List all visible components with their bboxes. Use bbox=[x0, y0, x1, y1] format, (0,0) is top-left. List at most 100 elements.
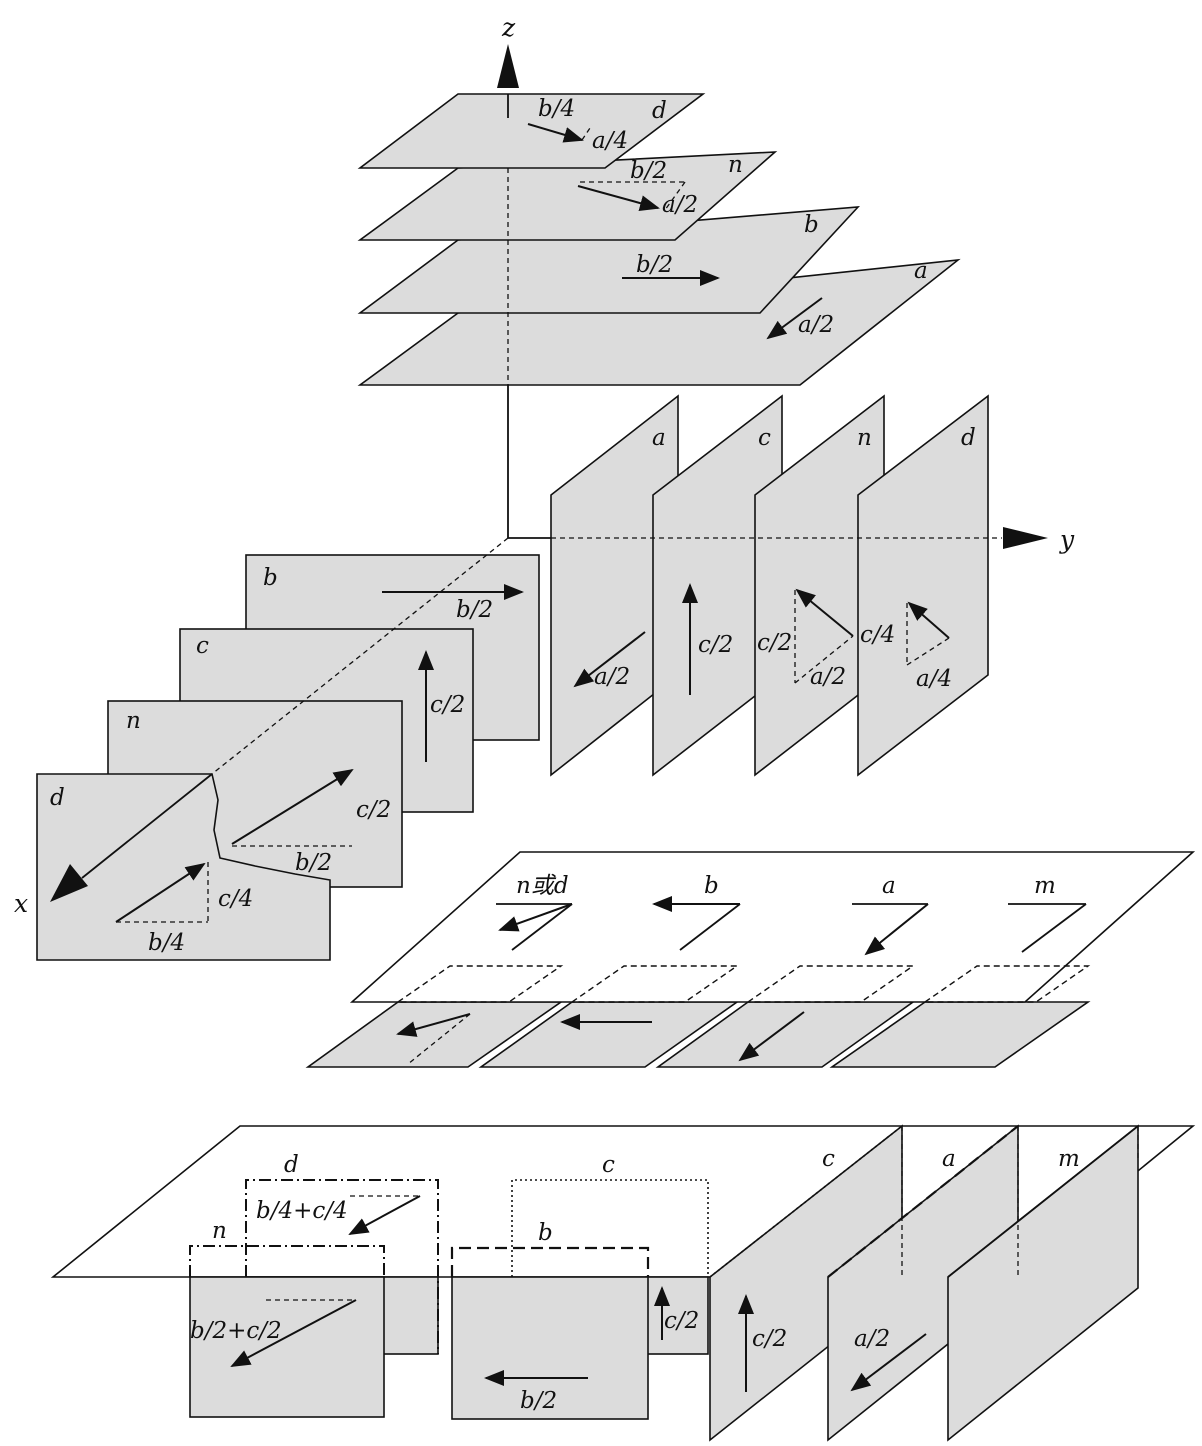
left-plane-stack bbox=[36, 554, 540, 961]
top-plane-b-contents: b b/2 bbox=[622, 212, 819, 286]
bottom-plane-n bbox=[189, 1276, 385, 1418]
left-plane-d bbox=[36, 773, 331, 961]
middle-nd-lower-arrow bbox=[396, 1013, 471, 1037]
right-plane-stack bbox=[550, 394, 989, 777]
z-axis-label: z bbox=[501, 13, 516, 42]
bottom-b-frame: b bbox=[450, 1220, 650, 1277]
bottom-label-a: a bbox=[942, 1146, 956, 1172]
left-d-shift-b4: b/4 bbox=[148, 930, 185, 956]
left-plane-d-contents: d c/4 b/4 bbox=[50, 785, 253, 956]
left-c-shift: c/2 bbox=[430, 692, 465, 718]
bottom-plane-b bbox=[451, 1276, 649, 1420]
middle-reference-plane bbox=[349, 851, 1196, 1003]
middle-m-contents: m bbox=[1008, 873, 1087, 953]
left-d-shift-c4: c/4 bbox=[218, 886, 253, 912]
top-plane-n bbox=[357, 151, 778, 241]
bottom-label-m: m bbox=[1058, 1146, 1080, 1172]
bottom-label-c-right: c bbox=[822, 1146, 835, 1172]
left-plane-n-contents: n c/2 b/2 bbox=[126, 708, 391, 876]
bottom-label-n: n bbox=[212, 1218, 227, 1244]
left-plane-d-label: d bbox=[50, 785, 65, 811]
bottom-label-d: d bbox=[284, 1152, 299, 1178]
top-n-arrow bbox=[577, 185, 660, 211]
bottom-n-shift: b/2+c/2 bbox=[190, 1318, 282, 1344]
bottom-row bbox=[50, 1124, 1196, 1442]
right-plane-d-label: d bbox=[961, 425, 976, 451]
bottom-n-contents: b/2+c/2 bbox=[190, 1299, 357, 1367]
y-axis: y bbox=[508, 525, 1075, 554]
left-plane-b-label: b bbox=[263, 565, 278, 591]
bottom-label-c-top: c bbox=[602, 1152, 615, 1178]
left-n-shift-c2: c/2 bbox=[356, 797, 391, 823]
right-n-arrow bbox=[795, 588, 854, 637]
bottom-n-arrow bbox=[230, 1299, 357, 1367]
bottom-c-contents: c/2 bbox=[738, 1294, 787, 1392]
bottom-b-contents: b/2 bbox=[484, 1370, 588, 1414]
left-plane-c-label: c bbox=[196, 633, 209, 659]
top-plane-a-contents: a a/2 bbox=[766, 258, 928, 340]
x-axis-arrowhead bbox=[50, 864, 88, 902]
top-d-shift-a4: a/4 bbox=[592, 128, 628, 154]
right-plane-a-label: a bbox=[652, 425, 666, 451]
right-plane-n-label: n bbox=[857, 425, 872, 451]
right-n-shift-c4: c/4 bbox=[860, 622, 895, 648]
top-n-shift-b2: b/2 bbox=[630, 158, 667, 184]
top-d-arrow bbox=[527, 123, 584, 143]
bottom-d-frame: d b/4+c/4 bbox=[245, 1152, 439, 1354]
top-plane-d-contents: d b/4 a/4 bbox=[527, 96, 667, 154]
middle-row bbox=[305, 851, 1196, 1068]
bottom-b-shift: b/2 bbox=[520, 1388, 557, 1414]
middle-plane-3-top-dash bbox=[745, 965, 916, 1003]
middle-plane-1-top-dash bbox=[395, 965, 564, 1003]
middle-a-arrow bbox=[864, 903, 929, 956]
bottom-a-contents: a/2 bbox=[850, 1326, 927, 1392]
right-n-shift-c2: c/2 bbox=[757, 630, 792, 656]
right-n-shift-a2: a/2 bbox=[810, 664, 846, 690]
middle-label-b: b bbox=[704, 873, 719, 899]
middle-label-a: a bbox=[882, 873, 896, 899]
top-n-shift-a2: a/2 bbox=[662, 192, 698, 218]
middle-label-nd: n或d bbox=[516, 873, 569, 899]
bottom-c-dotted-frame: c bbox=[511, 1152, 709, 1277]
left-n-arrow bbox=[231, 768, 354, 845]
top-b-shift: b/2 bbox=[636, 252, 673, 278]
bottom-right-frames: c a m bbox=[709, 1125, 1139, 1278]
y-axis-arrowhead bbox=[1003, 527, 1048, 549]
middle-a-contents: a bbox=[738, 873, 929, 1062]
top-a-arrow bbox=[766, 297, 823, 340]
right-plane-d-contents: d a/4 bbox=[906, 425, 976, 692]
bottom-c-shift: c/2 bbox=[752, 1326, 787, 1352]
left-plane-c-contents: c c/2 bbox=[196, 633, 465, 762]
x-axis: x bbox=[14, 537, 509, 918]
bottom-n-frame: n bbox=[189, 1218, 385, 1277]
right-plane-n-contents: n c/2 c/4 a/2 bbox=[757, 425, 895, 690]
top-plane-d-label: d bbox=[652, 98, 667, 124]
middle-plane-4-top-dash bbox=[922, 965, 1091, 1003]
y-axis-label: y bbox=[1059, 525, 1075, 554]
right-c-shift: c/2 bbox=[698, 632, 733, 658]
right-a-shift: a/2 bbox=[594, 664, 630, 690]
middle-plane-4 bbox=[829, 1001, 1091, 1068]
top-d-shift-b4: b/4 bbox=[538, 96, 575, 122]
right-plane-d bbox=[857, 394, 989, 777]
bottom-c-small-shift: c/2 bbox=[664, 1308, 699, 1334]
top-plane-a-label: a bbox=[914, 258, 928, 284]
right-plane-c-label: c bbox=[758, 425, 771, 451]
right-d-shift-a4: a/4 bbox=[916, 666, 952, 692]
middle-a-lower-arrow bbox=[738, 1011, 805, 1062]
middle-label-m: m bbox=[1034, 873, 1056, 899]
bottom-label-b: b bbox=[538, 1220, 553, 1246]
top-plane-stack bbox=[357, 93, 961, 386]
right-plane-a-contents: a a/2 bbox=[573, 425, 666, 690]
left-b-shift: b/2 bbox=[456, 597, 493, 623]
top-plane-n-contents: n b/2 a/2 bbox=[577, 152, 743, 218]
top-a-shift: a/2 bbox=[798, 312, 834, 338]
top-plane-n-label: n bbox=[728, 152, 743, 178]
top-plane-d bbox=[357, 93, 706, 169]
right-a-arrow bbox=[573, 631, 646, 688]
left-d-arrow bbox=[115, 862, 206, 923]
left-n-shift-b2: b/2 bbox=[295, 850, 332, 876]
bottom-a-shift: a/2 bbox=[854, 1326, 890, 1352]
left-plane-n-label: n bbox=[126, 708, 141, 734]
